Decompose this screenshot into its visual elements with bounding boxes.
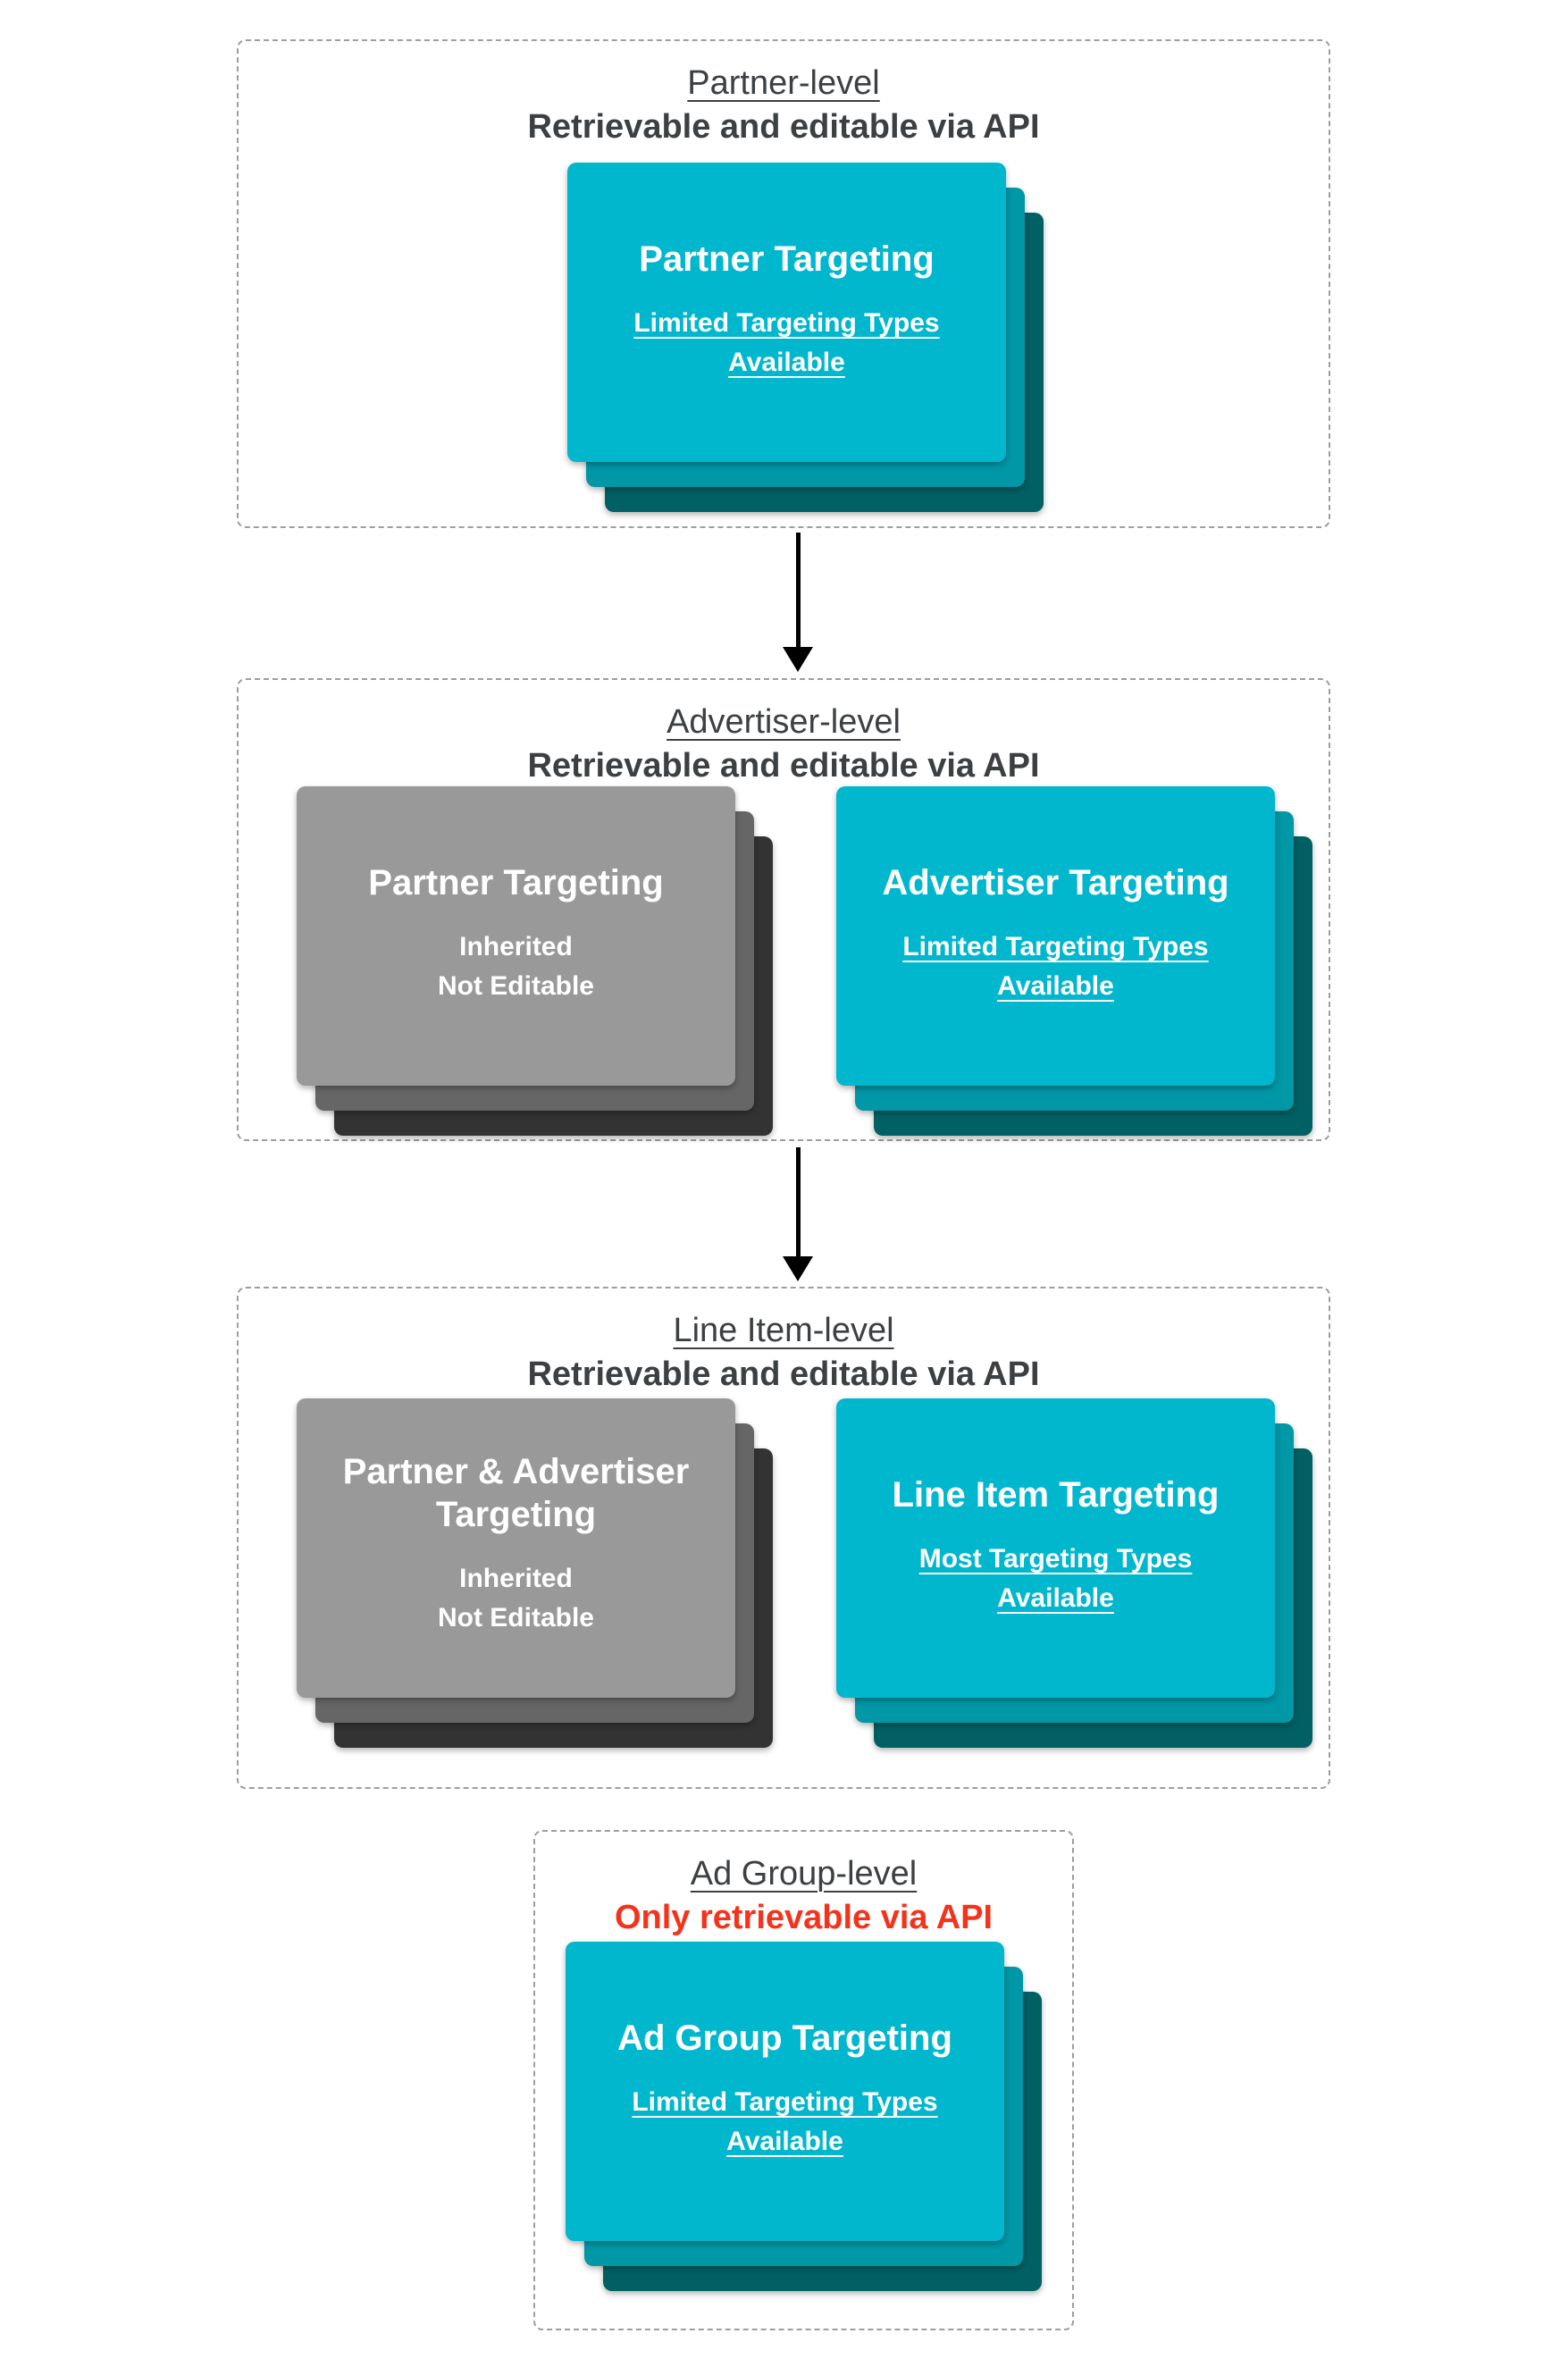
card-content: Advertiser Targeting Limited Targeting T… [836,786,1275,1086]
card-layer-front: Partner Targeting Limited Targeting Type… [567,163,1006,462]
flow-arrow-partner-to-advertiser [783,533,813,672]
section-title: Line Item-level [673,1312,894,1349]
card-stack-partner-targeting-inherited: Partner Targeting Inherited Not Editable [297,786,773,1136]
card-subtext: Inherited Not Editable [437,932,594,1001]
arrow-shaft [795,1147,801,1256]
card-layer-front: Ad Group Targeting Limited Targeting Typ… [566,1942,1004,2241]
section-title: Ad Group-level [690,1855,918,1893]
section-subtitle: Retrievable and editable via API [527,108,1040,146]
card-subtext: Limited Targeting Types Available [632,2087,938,2156]
arrow-shaft [795,533,801,647]
card-title: Advertiser Targeting [882,863,1229,902]
section-subtitle: Retrievable and editable via API [527,747,1040,785]
card-title: Line Item Targeting [892,1475,1220,1515]
arrow-head-icon [783,647,813,672]
card-content: Ad Group Targeting Limited Targeting Typ… [566,1942,1004,2241]
card-content: Partner Targeting Inherited Not Editable [297,786,735,1086]
section-header: Ad Group-level Only retrievable via API [535,1851,1072,1939]
card-content: Line Item Targeting Most Targeting Types… [836,1398,1275,1698]
section-subtitle: Retrievable and editable via API [527,1356,1040,1393]
card-title: Ad Group Targeting [617,2019,952,2058]
section-header: Line Item-level Retrievable and editable… [239,1308,1329,1396]
card-content: Partner & Advertiser Targeting Inherited… [297,1398,735,1698]
card-stack-partner-targeting: Partner Targeting Limited Targeting Type… [567,163,1044,512]
card-subtext: Limited Targeting Types Available [902,932,1209,1001]
section-line-item-level: Line Item-level Retrievable and editable… [237,1287,1330,1789]
card-layer-front: Partner & Advertiser Targeting Inherited… [297,1398,735,1698]
section-advertiser-level: Advertiser-level Retrievable and editabl… [237,678,1330,1141]
section-title: Partner-level [687,64,880,102]
card-stack-advertiser-targeting: Advertiser Targeting Limited Targeting T… [836,786,1312,1136]
arrow-head-icon [783,1256,813,1281]
section-ad-group-level: Ad Group-level Only retrievable via API [533,1830,1074,2330]
section-partner-level: Partner-level Retrievable and editable v… [237,39,1330,528]
section-header: Advertiser-level Retrievable and editabl… [239,700,1329,787]
section-title: Advertiser-level [667,703,901,741]
card-layer-front: Partner Targeting Inherited Not Editable [297,786,735,1086]
card-title: Partner & Advertiser Targeting [342,1452,690,1534]
card-stack-ad-group-targeting: Ad Group Targeting Limited Targeting Typ… [566,1942,1042,2291]
card-content: Partner Targeting Limited Targeting Type… [567,163,1006,462]
section-header: Partner-level Retrievable and editable v… [239,61,1329,148]
card-subtext: Limited Targeting Types Available [633,308,940,377]
card-stack-line-item-targeting: Line Item Targeting Most Targeting Types… [836,1398,1312,1748]
flow-arrow-advertiser-to-line-item [783,1147,813,1281]
card-title: Partner Targeting [639,239,935,279]
card-stack-partner-advertiser-targeting: Partner & Advertiser Targeting Inherited… [297,1398,773,1748]
card-layer-front: Advertiser Targeting Limited Targeting T… [836,786,1275,1086]
card-subtext: Inherited Not Editable [437,1564,594,1633]
card-layer-front: Line Item Targeting Most Targeting Types… [836,1398,1275,1698]
card-title: Partner Targeting [368,863,664,902]
card-subtext: Most Targeting Types Available [918,1544,1193,1613]
section-subtitle: Only retrievable via API [614,1899,994,1936]
